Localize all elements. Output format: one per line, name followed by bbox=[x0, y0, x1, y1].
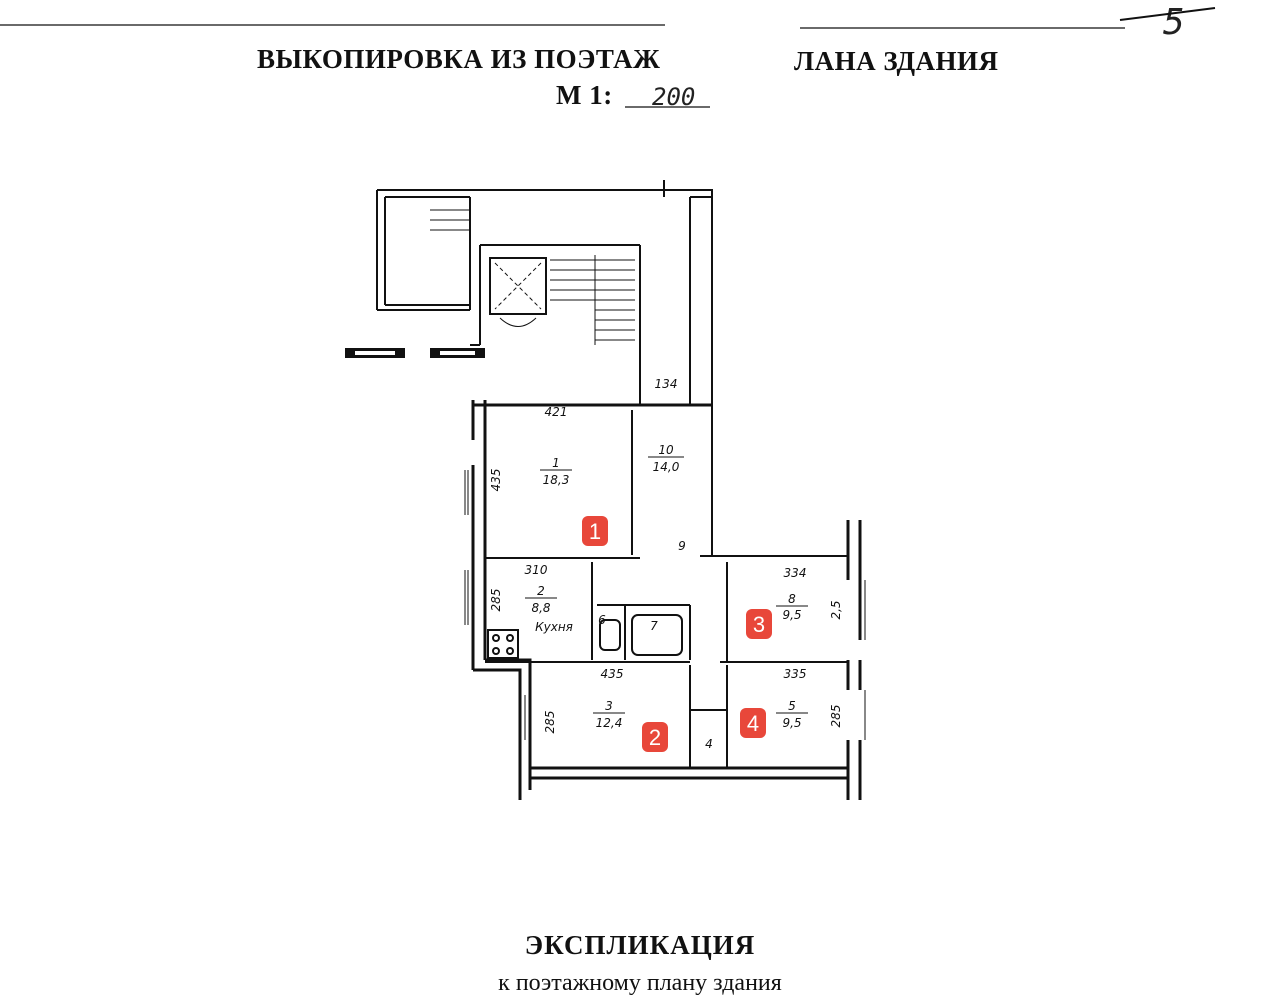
room-8-num: 8 bbox=[788, 592, 796, 606]
room-8-area: 9,5 bbox=[782, 608, 801, 622]
marker-4 bbox=[740, 708, 766, 738]
room-1-area: 18,3 bbox=[543, 473, 570, 487]
room-10-area: 14,0 bbox=[653, 460, 680, 474]
interior-partitions bbox=[485, 410, 848, 768]
explication-title: ЭКСПЛИКАЦИЯ bbox=[524, 930, 756, 960]
marker-1 bbox=[582, 516, 608, 546]
room-6-num: 6 bbox=[598, 613, 606, 627]
scale-label: М 1: bbox=[556, 80, 613, 110]
document-title-right: ЛАНА ЗДАНИЯ bbox=[794, 46, 999, 76]
dim-435-room3: 435 bbox=[601, 667, 624, 681]
room-9-num: 9 bbox=[678, 539, 686, 553]
marker-2 bbox=[642, 722, 668, 752]
dim-134: 134 bbox=[655, 377, 678, 391]
marker-3-label: 3 bbox=[753, 612, 765, 637]
dim-421: 421 bbox=[545, 405, 568, 419]
room-2-num: 2 bbox=[537, 584, 545, 598]
marker-3 bbox=[746, 609, 772, 639]
room-3-area: 12,4 bbox=[596, 716, 623, 730]
dim-285-kitchen: 285 bbox=[489, 589, 503, 612]
balcony-slab bbox=[345, 348, 485, 358]
dim-334: 334 bbox=[784, 566, 807, 580]
explication-subtitle: к поэтажному плану здания bbox=[498, 970, 782, 996]
room-7-num: 7 bbox=[650, 619, 658, 633]
markers: 1 2 3 4 bbox=[582, 516, 772, 752]
room-1-num: 1 bbox=[552, 456, 560, 470]
window-marks bbox=[464, 470, 866, 740]
dim-335: 335 bbox=[784, 667, 807, 681]
header-lines bbox=[0, 7, 1216, 108]
marker-2-label: 2 bbox=[649, 725, 661, 750]
room-10-num: 10 bbox=[658, 443, 674, 457]
room-5-area: 9,5 bbox=[782, 716, 801, 730]
dim-285-room3: 285 bbox=[543, 711, 557, 734]
room-5-num: 5 bbox=[788, 699, 796, 713]
scale-value: 200 bbox=[652, 83, 696, 111]
dim-285-room5: 285 bbox=[829, 705, 843, 728]
building-outline bbox=[376, 180, 713, 405]
room-3-num: 3 bbox=[605, 699, 613, 713]
marker-4-label: 4 bbox=[747, 711, 759, 736]
dimension-labels: 421 435 310 285 435 285 334 335 285 2,5 … bbox=[489, 377, 843, 733]
dim-275-room8: 2,5 bbox=[829, 600, 843, 619]
room-4-num: 4 bbox=[705, 737, 713, 751]
dim-310: 310 bbox=[525, 563, 548, 577]
room-2-name: Кухня bbox=[535, 620, 573, 634]
marker-1-label: 1 bbox=[589, 519, 601, 544]
document-title-left: ВЫКОПИРОВКА ИЗ ПОЭТАЖ bbox=[257, 44, 661, 74]
apartment-walls bbox=[471, 400, 862, 800]
room-labels: 1 18,3 10 14,0 9 2 8,8 Кухня 6 7 8 9,5 3… bbox=[525, 443, 808, 751]
dim-435-room1: 435 bbox=[489, 469, 503, 492]
room-2-area: 8,8 bbox=[531, 601, 550, 615]
